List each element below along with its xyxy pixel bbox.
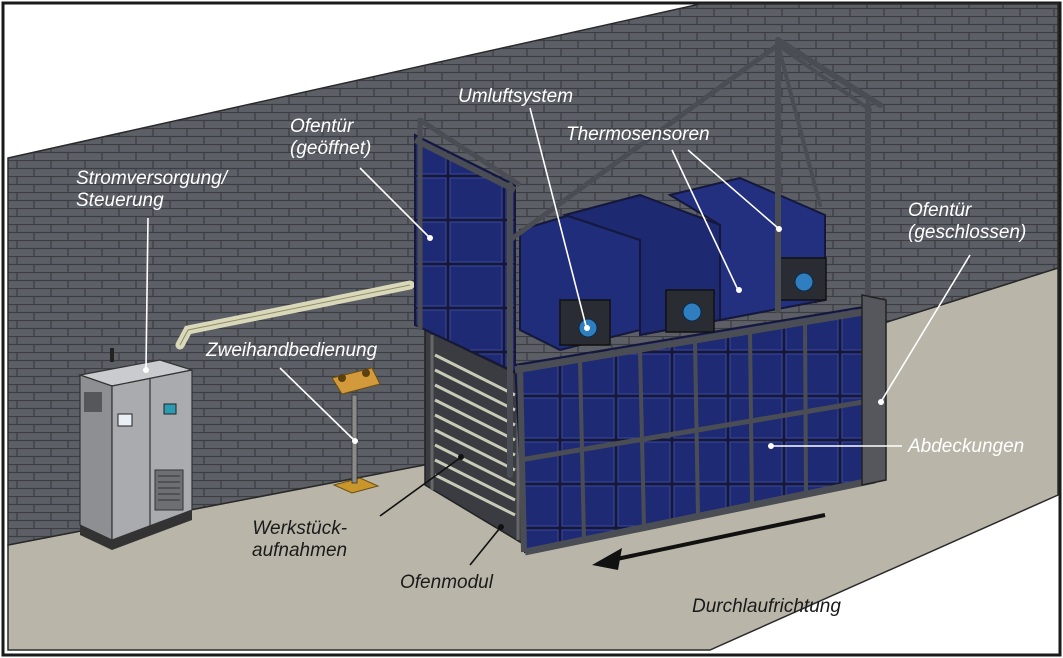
label-thermo-sensors: Thermosensoren <box>566 124 710 145</box>
oven-module <box>424 328 526 547</box>
label-oven-door-open: Ofentür (geöffnet) <box>290 116 372 159</box>
closed-door <box>861 294 887 486</box>
control-cabinet <box>77 348 193 550</box>
label-two-hand-control: Zweihandbedienung <box>206 340 378 361</box>
label-flow-direction: Durchlaufrichtung <box>692 596 841 617</box>
direction-arrow <box>592 513 826 570</box>
label-oven-module: Ofenmodul <box>400 572 493 593</box>
open-door <box>413 117 522 374</box>
label-oven-door-closed: Ofentür (geschlossen) <box>908 200 1027 243</box>
label-covers: Abdeckungen <box>908 436 1025 457</box>
label-workpiece-holders: Werkstück- aufnahmen <box>252 518 348 561</box>
leader-lines <box>143 107 971 566</box>
label-power-supply-control: Stromversorgung/ Steuerung <box>76 168 228 211</box>
circulation-housings <box>519 176 827 352</box>
label-circulation-system: Umluftsystem <box>458 86 574 107</box>
